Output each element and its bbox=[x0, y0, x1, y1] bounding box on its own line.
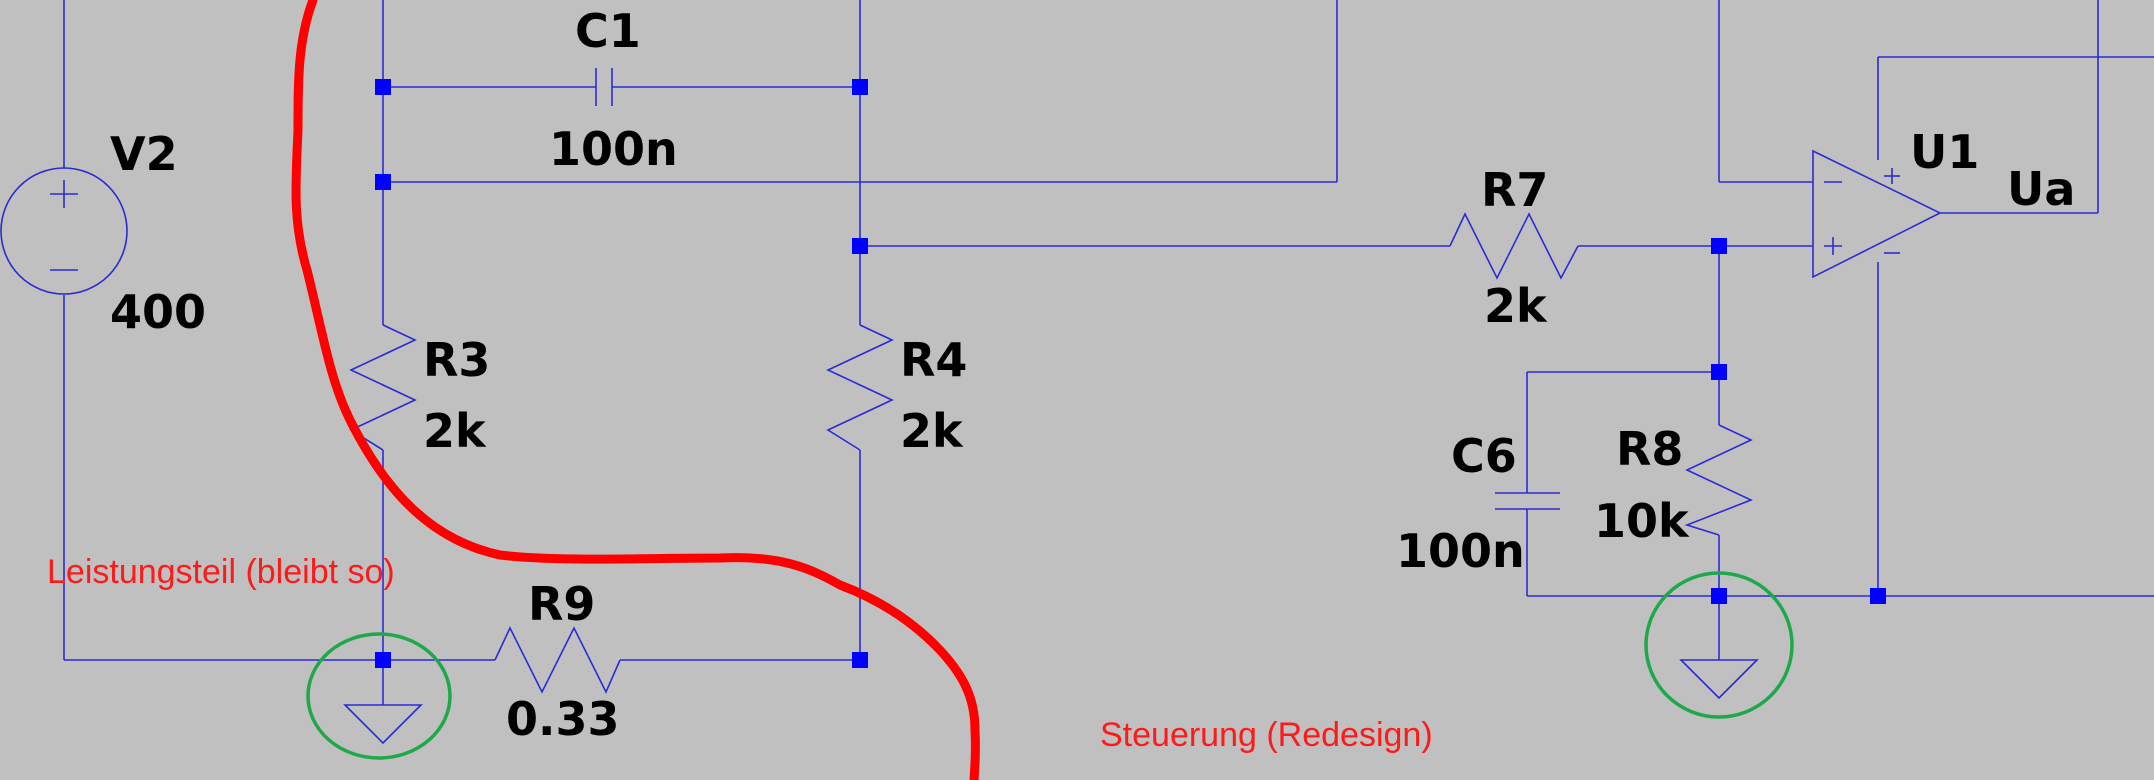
r8-resistor-symbol[interactable] bbox=[1684, 424, 1754, 536]
r7-value: 2k bbox=[1484, 279, 1548, 333]
v2-value: 400 bbox=[110, 285, 206, 339]
annotation-control-section: Steuerung (Redesign) bbox=[1100, 716, 1433, 754]
r9-resistor-symbol[interactable] bbox=[494, 626, 621, 694]
junction-node bbox=[375, 79, 391, 95]
junction-node bbox=[1711, 238, 1727, 254]
c1-name: C1 bbox=[575, 4, 641, 58]
ground-symbol-right bbox=[1679, 659, 1759, 700]
r4-resistor-symbol[interactable] bbox=[826, 324, 894, 451]
r4-value: 2k bbox=[900, 404, 964, 458]
u1-opamp-symbol[interactable] bbox=[1812, 149, 1942, 279]
junction-node bbox=[852, 652, 868, 668]
ground-symbol-left bbox=[343, 704, 423, 745]
annotation-power-section: Leistungsteil (bleibt so) bbox=[47, 553, 395, 591]
junction-nodes bbox=[375, 79, 1886, 668]
r7-resistor-symbol[interactable] bbox=[1449, 212, 1579, 280]
junction-node bbox=[1711, 364, 1727, 380]
u1-name: U1 bbox=[1910, 125, 1979, 179]
c1-value: 100n bbox=[549, 122, 678, 176]
junction-node bbox=[1711, 588, 1727, 604]
c6-name: C6 bbox=[1451, 429, 1517, 483]
ground-highlight-right bbox=[1644, 571, 1794, 719]
section-divider-line bbox=[291, 0, 980, 780]
r3-value: 2k bbox=[423, 404, 487, 458]
r9-name: R9 bbox=[528, 577, 595, 631]
r9-value: 0.33 bbox=[506, 692, 620, 746]
v2-name: V2 bbox=[110, 127, 178, 181]
junction-node bbox=[852, 79, 868, 95]
junction-node bbox=[375, 652, 391, 668]
r3-name: R3 bbox=[423, 333, 490, 387]
r8-value: 10k bbox=[1594, 494, 1690, 548]
c6-value: 100n bbox=[1396, 524, 1525, 578]
junction-node bbox=[375, 174, 391, 190]
ua-label: Ua bbox=[2007, 162, 2075, 216]
c1-capacitor-symbol[interactable] bbox=[595, 68, 613, 106]
c6-capacitor-symbol[interactable] bbox=[1495, 492, 1560, 510]
r8-name: R8 bbox=[1616, 422, 1683, 476]
wires bbox=[63, 0, 2154, 705]
r7-name: R7 bbox=[1481, 163, 1548, 217]
junction-node bbox=[1870, 588, 1886, 604]
junction-node bbox=[852, 238, 868, 254]
r4-name: R4 bbox=[900, 333, 967, 387]
ground-highlight-left bbox=[306, 632, 452, 760]
v2-source-symbol[interactable] bbox=[0, 167, 128, 295]
